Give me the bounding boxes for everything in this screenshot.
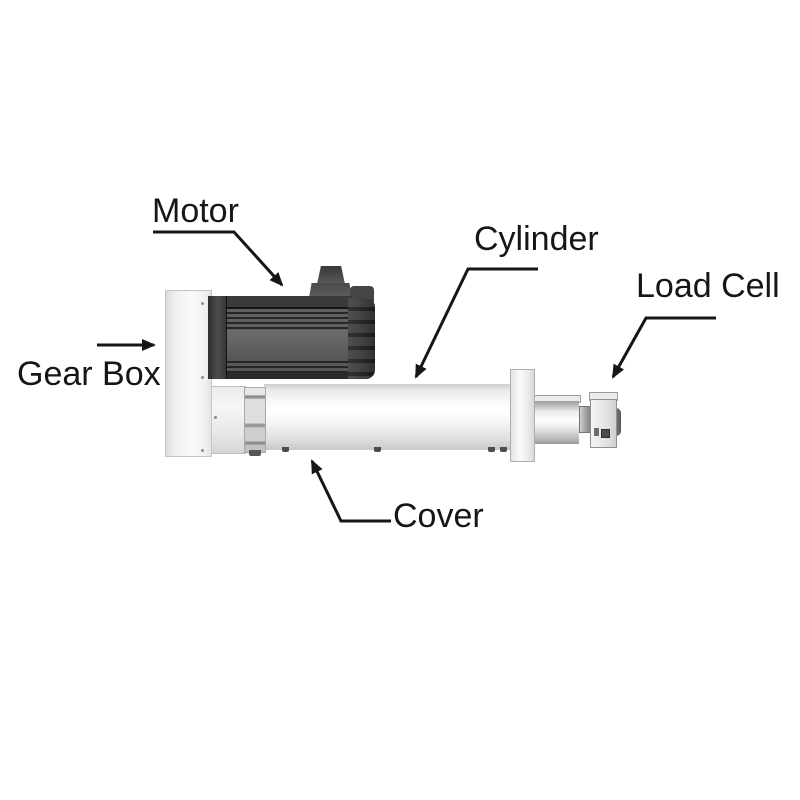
cover-label: Cover (393, 497, 484, 535)
load-cell-detail (601, 429, 610, 438)
gear-box-part (165, 290, 212, 457)
motor-front-band (208, 296, 227, 379)
motor-connector-base (309, 283, 352, 298)
motor-leader-line (153, 230, 284, 287)
gear-box-label: Gear Box (17, 355, 161, 393)
cover-tab (282, 447, 289, 452)
motor-connector-plug (317, 266, 345, 284)
cylinder-tube-part (264, 384, 511, 450)
motor-part (208, 296, 352, 379)
motor-label: Motor (152, 192, 239, 230)
coupler-nub (249, 450, 261, 456)
cover-tab (488, 447, 495, 452)
screw-dot (201, 449, 204, 452)
motor-top-edge (208, 296, 352, 309)
cover-tab (374, 447, 381, 452)
cover-tab (500, 447, 507, 452)
screw-dot (201, 376, 204, 379)
cylinder-leader-line (414, 267, 538, 379)
screw-dot (201, 302, 204, 305)
motor-ribs (208, 358, 352, 372)
cylinder-label: Cylinder (474, 220, 599, 258)
front-flange-part (510, 369, 535, 462)
motor-mid-housing (208, 330, 352, 358)
motor-endcap-part (348, 298, 375, 379)
motor-bottom-edge (208, 372, 352, 379)
load-cell-detail (594, 428, 599, 436)
cover-leader-line (310, 459, 391, 523)
motor-ribs (208, 309, 352, 330)
load-cell-leader-line (611, 316, 716, 379)
screw-dot (214, 416, 217, 419)
load-cell-label: Load Cell (636, 267, 780, 305)
load-cell-part (590, 399, 617, 448)
